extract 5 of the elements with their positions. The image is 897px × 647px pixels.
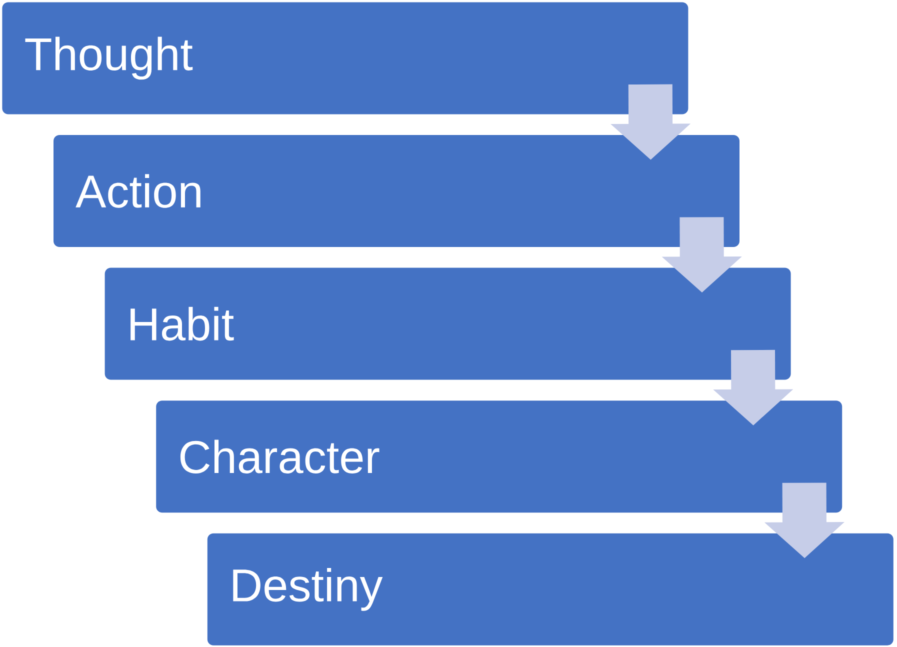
process-box: Thought: [2, 2, 688, 114]
process-box: Action: [54, 135, 740, 247]
process-box: Habit: [104, 268, 791, 380]
process-box: Destiny: [207, 533, 894, 646]
process-box: Character: [156, 400, 842, 513]
